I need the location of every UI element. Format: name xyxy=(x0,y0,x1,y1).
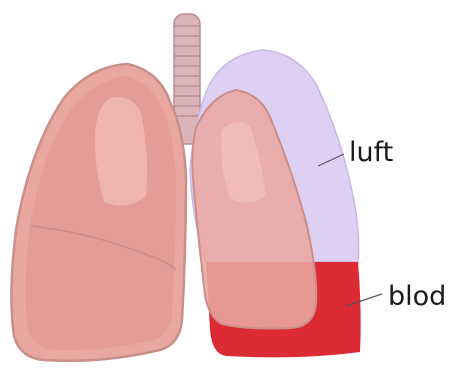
air-label: luft xyxy=(349,139,393,166)
normal-lung-highlight xyxy=(95,97,147,206)
blood-label: blod xyxy=(388,283,446,310)
